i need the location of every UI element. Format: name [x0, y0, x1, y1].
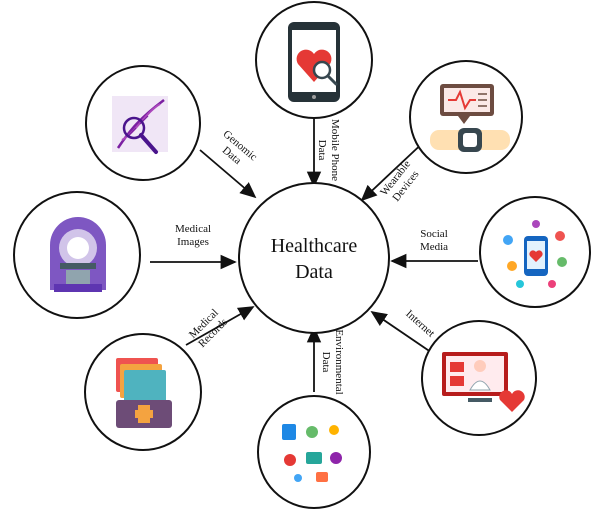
wearable-node [409, 60, 523, 174]
arrow-records [185, 306, 255, 346]
environmental-label-line1: Environmental [333, 329, 345, 394]
mobile-label: Mobile Phone Data [316, 119, 341, 181]
images-label-line1: Medical [175, 223, 211, 235]
arrow-genomic [199, 149, 257, 199]
center-title-line1: Healthcare [271, 235, 358, 257]
mri-scanner-icon [50, 217, 106, 292]
mobile-label-line1: Mobile Phone [329, 119, 341, 181]
social-label: Social Media [420, 228, 448, 253]
environmental-icons-icon [282, 424, 342, 482]
central-circle [238, 182, 390, 334]
records-node [84, 333, 202, 451]
images-node [13, 191, 141, 319]
environmental-node [257, 395, 371, 509]
arrow-wearable [360, 137, 429, 202]
social-node [479, 196, 591, 308]
mobile-label-line2: Data [316, 140, 328, 161]
internet-label: Internet [403, 308, 436, 340]
mobile-phone-heart-icon [288, 22, 340, 102]
medical-folder-icon [116, 358, 172, 428]
mobile-node [255, 1, 373, 119]
center-title-line2: Data [295, 261, 333, 283]
social-media-icon [503, 220, 567, 288]
internet-label-line1: Internet [403, 308, 436, 340]
arrow-labels: Genomic Data Mobile Phone Data Wearable … [175, 119, 448, 395]
wearable-label: Wearable Devices [378, 158, 421, 204]
dna-magnifier-icon [112, 96, 168, 154]
social-label-line1: Social [420, 228, 448, 240]
environmental-label-line2: Data [320, 352, 332, 373]
images-label-line2: Images [177, 236, 209, 248]
genomic-node [85, 65, 201, 181]
central-hub: Healthcare Data [238, 182, 390, 334]
images-label: Medical Images [175, 223, 211, 248]
social-label-line2: Media [420, 241, 448, 253]
smartwatch-icon [430, 84, 510, 152]
environmental-label: Environmental Data [320, 329, 345, 394]
records-label: Medical Records [187, 307, 230, 350]
internet-node [421, 320, 537, 436]
internet-doctor-screen-icon [442, 352, 525, 412]
